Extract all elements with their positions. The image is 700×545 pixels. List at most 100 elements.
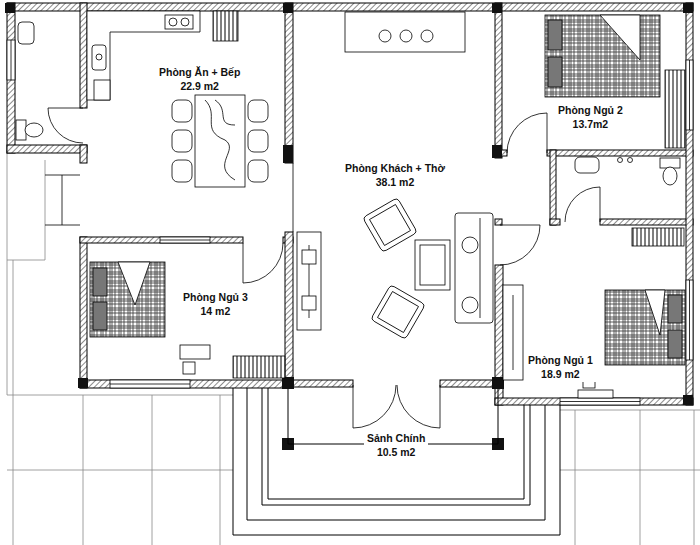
- bed-part: [545, 15, 660, 97]
- wall-part: [285, 3, 293, 163]
- bed-part: [645, 290, 665, 335]
- porch-outline-part: [288, 389, 498, 444]
- living-furniture-part: [363, 198, 418, 253]
- column-part: [492, 3, 502, 13]
- living-furniture-part-part: [370, 205, 411, 246]
- living-furniture-part-part: [371, 285, 426, 340]
- column-part: [683, 3, 693, 13]
- dining-table-part: [248, 160, 268, 182]
- living-furniture-part: [400, 30, 412, 42]
- living-furniture-part: [421, 30, 433, 42]
- toilet-fixture-part: [663, 167, 677, 185]
- room-name: Phòng Ngủ 1: [528, 353, 593, 367]
- dining-table: [172, 95, 268, 187]
- dining-table-part: [248, 100, 268, 122]
- tile-grid-part: [560, 410, 700, 545]
- room-label: Phòng Ngủ 213.7m2: [555, 102, 626, 132]
- wall-part: [80, 380, 293, 388]
- room-name: Sảnh Chính: [367, 431, 425, 445]
- dining-table-part: [172, 160, 192, 182]
- desk-part: [180, 345, 210, 359]
- bed-part: [118, 262, 150, 305]
- wall-part: [285, 232, 293, 388]
- room-name: Phòng Ngủ 2: [558, 103, 623, 117]
- wardrobe-part: [665, 70, 685, 148]
- wall-part: [600, 219, 693, 225]
- column-part: [683, 395, 693, 405]
- column-part: [492, 145, 502, 158]
- living-furniture-part: [379, 30, 391, 42]
- toilet-fixture-part: [575, 157, 599, 173]
- kitchen-counter-part: [181, 18, 189, 26]
- porch-outline: [288, 389, 498, 444]
- wall-part: [440, 380, 497, 387]
- door-swing-part: [500, 225, 540, 265]
- window-part: [686, 280, 693, 360]
- entrance-steps-part: [247, 387, 545, 520]
- living-furniture-part: [371, 285, 426, 340]
- bed-part: [548, 57, 562, 87]
- wall-part: [495, 398, 693, 405]
- wall-part: [495, 3, 502, 158]
- desk: [180, 345, 613, 398]
- kitchen-counter-part: [213, 11, 238, 41]
- bed-part: [93, 268, 107, 296]
- wardrobe: [233, 70, 685, 380]
- living-furniture-part-part: [378, 292, 419, 333]
- room-label: Sảnh Chính10.5 m2: [364, 430, 428, 460]
- living-furniture: [297, 12, 493, 339]
- door-swing-part: [353, 385, 396, 428]
- column-part: [492, 377, 504, 389]
- living-furniture-part: [455, 213, 493, 323]
- wardrobe-part: [513, 295, 514, 370]
- entrance-steps-part: [262, 387, 530, 505]
- toilet-fixture-part: [628, 158, 633, 163]
- wall-part: [7, 3, 15, 153]
- bed-part: [90, 262, 165, 337]
- dining-table-part: [172, 130, 192, 152]
- wall-part: [7, 145, 87, 153]
- room-label: Phòng Ngủ 118.9 m2: [525, 352, 596, 382]
- kitchen-counter-part: [169, 18, 177, 26]
- wall-part: [686, 3, 693, 405]
- room-label: Phòng Khách + Thờ38.1 m2: [342, 160, 448, 190]
- tile-grid-part: [7, 395, 233, 545]
- column-part: [78, 378, 88, 388]
- bed-part: [600, 15, 640, 60]
- bed-part: [668, 330, 682, 358]
- window-part: [560, 398, 640, 405]
- toilet-fixture-part: [18, 22, 34, 44]
- bed-part: [548, 20, 562, 50]
- door-swing-part: [507, 113, 547, 153]
- column-part: [283, 145, 293, 163]
- room-label: Phòng Ăn + Bếp22.9 m2: [156, 64, 243, 94]
- desk-part: [578, 390, 613, 398]
- window-part: [160, 237, 210, 243]
- tile-grid-part: [7, 150, 45, 395]
- bed-part: [93, 302, 107, 330]
- living-furniture-part: [462, 297, 478, 313]
- room-area: 22.9 m2: [159, 79, 240, 93]
- living-furniture-part-part: [363, 198, 418, 253]
- entrance-steps-part: [268, 387, 524, 499]
- wall-part: [7, 3, 693, 11]
- door-swing-part: [45, 175, 80, 225]
- toilet-fixture-part: [25, 123, 43, 137]
- kitchen-counter-part: [165, 15, 193, 29]
- window-part: [689, 60, 690, 130]
- window-part: [11, 40, 12, 80]
- tile-grid: [7, 150, 700, 545]
- bed: [90, 15, 685, 365]
- room-label: Phòng Ngủ 314 m2: [180, 289, 251, 319]
- room-area: 10.5 m2: [367, 445, 425, 459]
- wall-part: [550, 219, 560, 225]
- living-furniture-part: [480, 218, 481, 318]
- window-part: [160, 240, 210, 241]
- living-furniture-part: [415, 240, 450, 290]
- room-name: Phòng Ngủ 3: [183, 290, 248, 304]
- toilet-fixture-part: [16, 120, 26, 140]
- column-part: [5, 3, 15, 13]
- column-part: [282, 377, 294, 389]
- dining-table-part: [195, 95, 245, 187]
